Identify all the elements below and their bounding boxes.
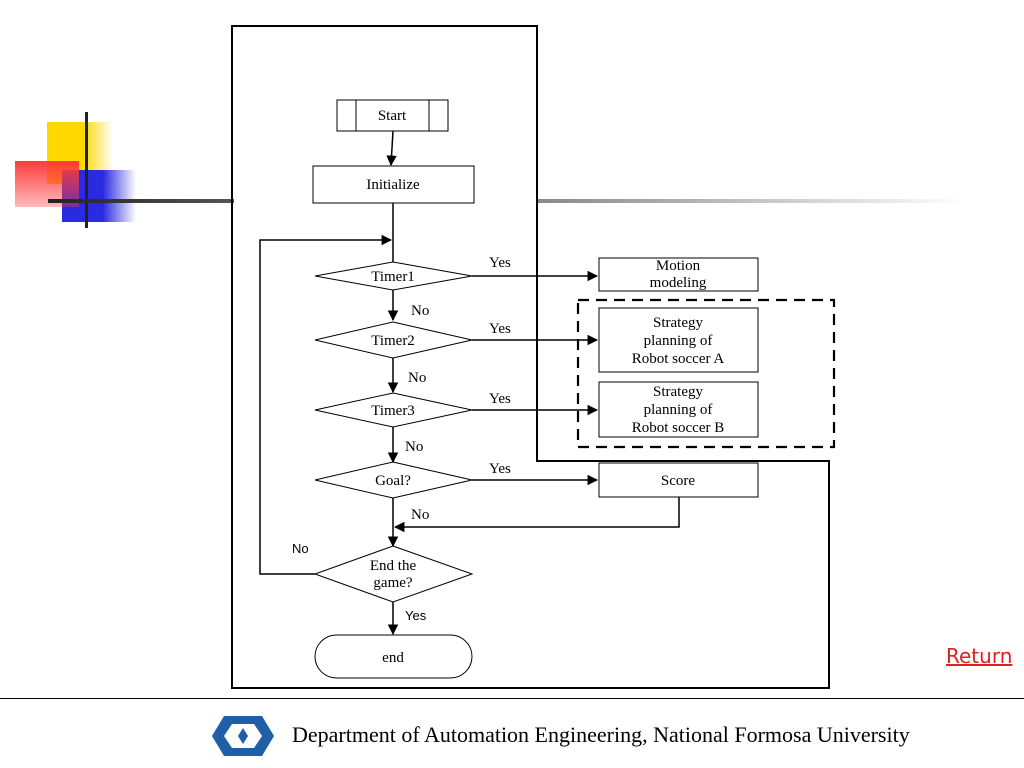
timer1-no-label: No <box>411 303 429 319</box>
strategy-a-line3: Robot soccer A <box>632 351 725 367</box>
score-node: Score <box>598 462 759 498</box>
motion-modeling-line2: modeling <box>650 275 707 291</box>
initialize-label: Initialize <box>366 177 420 193</box>
footer-divider <box>0 698 1024 699</box>
timer1-decision: Timer1 <box>314 261 473 291</box>
decor-vertical-line <box>85 112 88 228</box>
strategy-a-node: Strategy planning of Robot soccer A <box>598 307 759 373</box>
timer2-no-label: No <box>408 370 426 386</box>
end-game-yes-label: Yes <box>405 608 427 623</box>
timer3-yes-label: Yes <box>489 391 511 407</box>
university-logo <box>212 716 274 756</box>
timer2-decision: Timer2 <box>314 321 473 359</box>
timer3-decision: Timer3 <box>314 392 473 428</box>
flowchart: Start Initialize Timer1 Yes No Motion mo… <box>231 25 836 689</box>
strategy-b-node: Strategy planning of Robot soccer B <box>598 381 759 438</box>
goal-label: Goal? <box>375 473 411 489</box>
return-link[interactable]: Return <box>946 644 1013 668</box>
edge-score-return <box>393 497 680 533</box>
edge-loop-back <box>259 234 393 575</box>
strategy-b-line3: Robot soccer B <box>632 420 724 436</box>
motion-modeling-line1: Motion <box>656 258 701 274</box>
edge-start-initialize <box>386 130 397 167</box>
footer-institution: Department of Automation Engineering, Na… <box>292 722 910 747</box>
end-game-line2: game? <box>373 575 412 591</box>
timer1-label: Timer1 <box>371 269 415 285</box>
end-game-no-label: No <box>292 541 309 556</box>
timer3-no-label: No <box>405 439 423 455</box>
timer3-label: Timer3 <box>371 403 415 419</box>
decor-horizontal-line-right <box>538 199 968 203</box>
strategy-a-line1: Strategy <box>653 315 703 331</box>
strategy-b-line2: planning of <box>644 402 713 418</box>
strategy-b-line1: Strategy <box>653 384 703 400</box>
end-node: end <box>314 634 473 679</box>
end-game-decision: End the game? <box>313 545 474 603</box>
frame-outline <box>231 25 830 689</box>
timer2-yes-label: Yes <box>489 321 511 337</box>
initialize-node: Initialize <box>312 165 475 204</box>
goal-no-label: No <box>411 507 429 523</box>
end-label: end <box>382 650 404 666</box>
start-label: Start <box>378 108 407 124</box>
timer1-yes-label: Yes <box>489 255 511 271</box>
motion-modeling-node: Motion modeling <box>598 257 759 292</box>
end-game-line1: End the <box>370 558 417 574</box>
start-node: Start <box>336 99 449 132</box>
score-label: Score <box>661 473 695 489</box>
dashed-group-box <box>576 298 836 449</box>
goal-decision: Goal? <box>314 461 473 499</box>
timer2-label: Timer2 <box>371 333 415 349</box>
strategy-a-line2: planning of <box>644 333 713 349</box>
decor-horizontal-line <box>48 199 234 203</box>
goal-yes-label: Yes <box>489 461 511 477</box>
